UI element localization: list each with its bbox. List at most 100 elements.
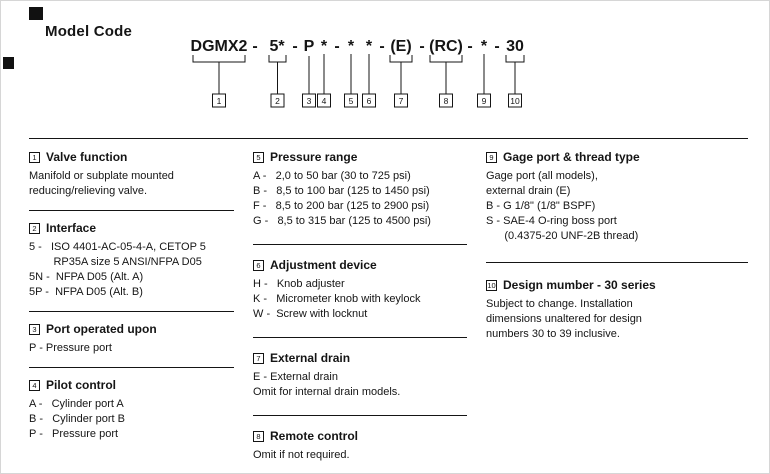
text-line: P - Pressure port <box>29 428 119 440</box>
callout-ref: 4 <box>29 380 40 391</box>
text-line: B - G 1/8" (1/8" BSPF) <box>486 200 596 212</box>
text-line: external drain (E) <box>486 185 571 197</box>
section-title: Port operated upon <box>46 322 157 336</box>
callout-box-9: 9 <box>477 93 491 108</box>
section-gage-port-thread-type: 9 Gage port & thread type Gage port (all… <box>486 150 748 244</box>
text-line: dimensions unaltered for design <box>486 313 642 325</box>
text-line: F - 8,5 to 200 bar (125 to 2900 psi) <box>253 200 430 212</box>
callout-number: 4 <box>322 96 327 106</box>
model-code-segment: * <box>481 38 488 55</box>
model-code-separator: - <box>379 38 384 55</box>
model-code-segment: * <box>321 38 328 55</box>
model-code-separator: - <box>494 38 499 55</box>
section-divider <box>486 262 748 263</box>
callout-ref: 8 <box>253 431 264 442</box>
section-divider <box>253 415 467 416</box>
section-divider <box>253 244 467 245</box>
callout-number: 8 <box>444 96 449 106</box>
callout-box-2: 2 <box>270 93 285 108</box>
header-divider <box>29 138 748 139</box>
page-title: Model Code <box>45 23 132 40</box>
column-1: 1 Valve function Manifold or subplate mo… <box>29 150 234 473</box>
model-code-separator: - <box>252 38 257 55</box>
callout-number: 9 <box>482 96 487 106</box>
text-line: reducing/relieving valve. <box>29 185 148 197</box>
text-line: 5N - NFPA D05 (Alt. A) <box>29 271 144 283</box>
text-line: G - 8,5 to 315 bar (125 to 4500 psi) <box>253 215 431 227</box>
text-line: Gage port (all models), <box>486 170 598 182</box>
section-title: Valve function <box>46 150 128 164</box>
callout-ref: 5 <box>253 152 264 163</box>
callout-ref: 6 <box>253 260 264 271</box>
callout-box-6: 6 <box>362 93 376 108</box>
callout-number: 7 <box>399 96 404 106</box>
callout-box-1: 1 <box>212 93 226 108</box>
registration-mark-left <box>3 57 14 69</box>
section-title: Pilot control <box>46 378 116 392</box>
model-code-separator: - <box>419 38 424 55</box>
callout-ref: 7 <box>253 353 264 364</box>
model-code-separator: - <box>292 38 297 55</box>
section-title: Design mumber - 30 series <box>503 278 656 292</box>
column-2: 5 Pressure range A - 2,0 to 50 bar (30 t… <box>253 150 467 473</box>
model-code-separator: - <box>334 38 339 55</box>
section-divider <box>29 311 234 312</box>
callout-ref: 10 <box>486 280 497 291</box>
text-line: 5P - NFPA D05 (Alt. B) <box>29 286 143 298</box>
text-line: S - SAE-4 O-ring boss port <box>486 215 617 227</box>
section-divider <box>29 210 234 211</box>
section-design-number: 10 Design mumber - 30 series Subject to … <box>486 278 748 342</box>
model-code-segment: 5* <box>269 38 285 55</box>
column-3: 9 Gage port & thread type Gage port (all… <box>486 150 748 473</box>
section-external-drain: 7 External drain E - External drain Omit… <box>253 351 467 400</box>
text-line: P - Pressure port <box>29 342 112 354</box>
model-code-segment: (E) <box>390 38 411 55</box>
model-code-segment: (RC) <box>429 38 463 55</box>
registration-mark-top <box>29 7 43 20</box>
callout-box-7: 7 <box>394 93 408 108</box>
text-line: Omit for internal drain models. <box>253 386 401 398</box>
section-title: Interface <box>46 221 97 235</box>
text-line: H - Knob adjuster <box>253 278 345 290</box>
text-line: RP35A size 5 ANSI/NFPA D05 <box>29 256 202 268</box>
section-divider <box>253 337 467 338</box>
callout-number: 6 <box>367 96 372 106</box>
connector-lines <box>192 54 525 94</box>
text-line: B - Cylinder port B <box>29 413 125 425</box>
text-line: K - Micrometer knob with keylock <box>253 293 421 305</box>
text-line: Subject to change. Installation <box>486 298 633 310</box>
section-title: Adjustment device <box>270 258 377 272</box>
model-code-diagram: DGMX2 - 5* - P * - * * - (E) - (RC) - * … <box>191 38 525 108</box>
model-code-segment: * <box>366 38 373 55</box>
callout-box-8: 8 <box>439 93 453 108</box>
callout-ref: 3 <box>29 324 40 335</box>
text-line: A - 2,0 to 50 bar (30 to 725 psi) <box>253 170 411 182</box>
section-pilot-control: 4 Pilot control A - Cylinder port A B - … <box>29 378 234 442</box>
section-port-operated-upon: 3 Port operated upon P - Pressure port <box>29 322 234 356</box>
section-title: Pressure range <box>270 150 358 164</box>
model-code-segment: 30 <box>506 38 524 55</box>
legend-columns: 1 Valve function Manifold or subplate mo… <box>29 150 748 473</box>
text-line: E - External drain <box>253 371 338 383</box>
model-code-segment: DGMX2 <box>191 38 248 55</box>
callout-box-4: 4 <box>317 93 331 108</box>
text-line: Omit if not required. <box>253 449 350 461</box>
callout-number: 10 <box>510 96 520 106</box>
callout-number: 2 <box>275 96 280 106</box>
model-code-separator: - <box>467 38 472 55</box>
section-remote-control: 8 Remote control Omit if not required. <box>253 429 467 463</box>
section-title: Remote control <box>270 429 359 443</box>
model-code-segment: P <box>304 38 315 55</box>
section-pressure-range: 5 Pressure range A - 2,0 to 50 bar (30 t… <box>253 150 467 229</box>
callout-number: 5 <box>349 96 354 106</box>
callout-ref: 9 <box>486 152 497 163</box>
callout-number: 1 <box>217 96 222 106</box>
text-line: B - 8,5 to 100 bar (125 to 1450 psi) <box>253 185 430 197</box>
section-interface: 2 Interface 5 - ISO 4401-AC-05-4-A, CETO… <box>29 221 234 300</box>
text-line: Manifold or subplate mounted <box>29 170 174 182</box>
callout-box-5: 5 <box>344 93 358 108</box>
callout-box-10: 10 <box>508 93 522 108</box>
text-line: A - Cylinder port A <box>29 398 124 410</box>
section-valve-function: 1 Valve function Manifold or subplate mo… <box>29 150 234 199</box>
